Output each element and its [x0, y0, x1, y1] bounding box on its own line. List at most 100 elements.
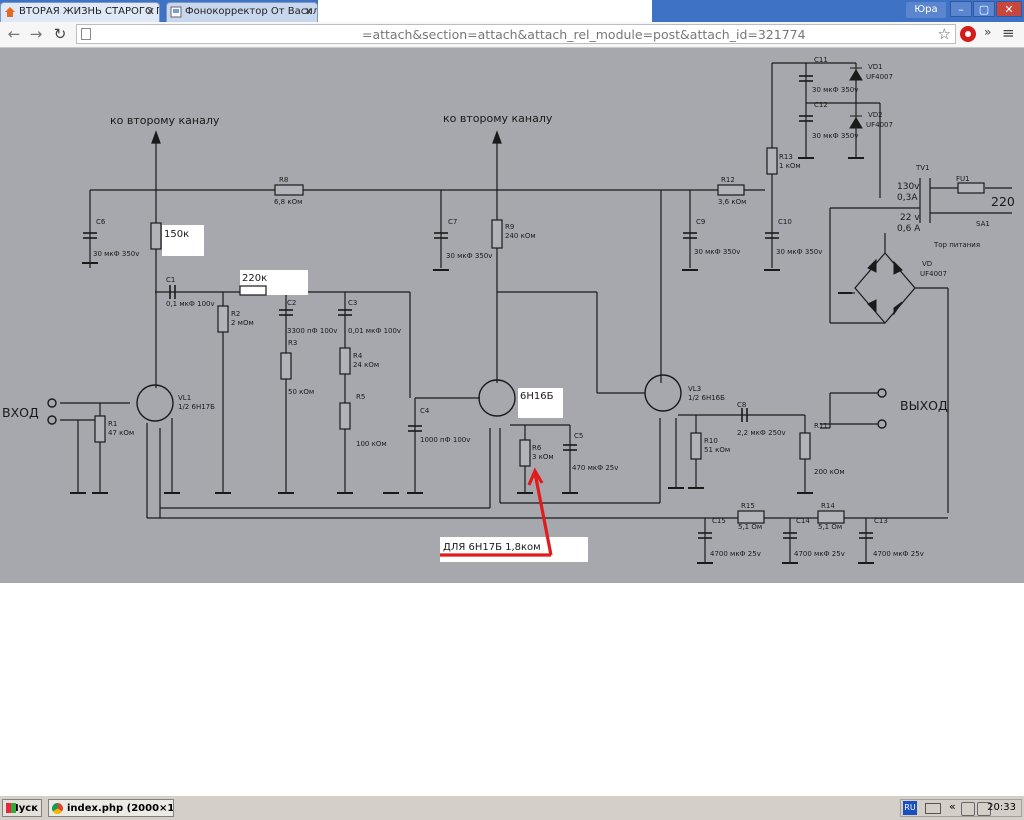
label-R13: R13	[779, 153, 793, 161]
value-C14: 4700 мкФ 25v	[794, 550, 845, 558]
red-arrow	[440, 467, 553, 557]
forward-icon[interactable]: →	[29, 25, 43, 43]
chevron-left-icon[interactable]: «	[949, 800, 956, 813]
label-C3: C3	[348, 299, 357, 307]
user-profile[interactable]: Юра	[906, 2, 946, 18]
tab-active[interactable]: ВТОРАЯ ЖИЗНЬ СТАРОГО П ✕	[0, 2, 160, 22]
tab-strip: ВТОРАЯ ЖИЗНЬ СТАРОГО П ✕ Фонокорректор О…	[0, 0, 1024, 22]
input-label: ВХОД	[2, 405, 39, 420]
minimize-button[interactable]: –	[950, 1, 972, 17]
mains-label: 220	[991, 194, 1015, 209]
tab-strip-empty	[318, 0, 652, 22]
menu-icon[interactable]: ≡	[1002, 24, 1015, 42]
label-TV1: TV1	[915, 164, 930, 172]
overlay-6n16b: 6Н16Б	[520, 391, 554, 402]
label-C13: C13	[874, 517, 888, 525]
value-VD: UF4007	[920, 270, 947, 278]
chrome-icon	[52, 803, 63, 814]
close-icon[interactable]: ✕	[303, 5, 313, 18]
value-R1: 47 кОм	[108, 429, 134, 437]
label-R6: R6	[532, 444, 542, 452]
volume-icon[interactable]	[961, 802, 975, 816]
value-C11: 30 мкФ 350v	[812, 86, 858, 94]
keyboard-icon[interactable]	[925, 803, 941, 814]
value-C1: 0,1 мкФ 100v	[166, 300, 215, 308]
label-SA1: SA1	[976, 220, 990, 228]
label-TV1-w1: 130v	[897, 182, 920, 192]
reload-icon[interactable]: ↻	[53, 25, 67, 43]
schematic-photo: ко второму каналу ко второму каналу ВХОД…	[0, 48, 1024, 583]
label-C9: C9	[696, 218, 705, 226]
value-R15: 5,1 Ом	[738, 523, 762, 531]
task-title: index.php (2000×104...	[67, 803, 174, 814]
value-C7: 30 мкФ 350v	[446, 252, 492, 260]
value-R6: 3 кОм	[532, 453, 554, 461]
page-favicon-icon	[170, 6, 182, 18]
value-VD2: UF4007	[866, 121, 893, 129]
label-R9: R9	[505, 223, 514, 231]
label-C15: C15	[712, 517, 726, 525]
overlay-220k: 220к	[242, 273, 267, 284]
value-C2: 3300 пФ 100v	[287, 327, 337, 335]
star-icon[interactable]: ☆	[937, 25, 951, 43]
taskbar-item-chrome[interactable]: index.php (2000×104...	[48, 799, 174, 817]
value-R11: 200 кОм	[814, 468, 845, 476]
maximize-button[interactable]: ▢	[973, 1, 995, 17]
label-R10: R10	[704, 437, 718, 445]
start-button[interactable]: Пуск	[2, 799, 42, 817]
address-bar[interactable]: =attach&section=attach&attach_rel_module…	[76, 24, 956, 44]
schematic-drawing: ко второму каналу ко второму каналу ВХОД…	[2, 56, 1015, 564]
value-R13: 1 кОм	[779, 162, 801, 170]
label-R4: R4	[353, 352, 363, 360]
close-icon[interactable]: ✕	[145, 5, 155, 18]
label-C8: C8	[737, 401, 746, 409]
label-C6: C6	[96, 218, 106, 226]
language-indicator[interactable]: RU	[903, 801, 917, 815]
taskbar: Пуск index.php (2000×104... RU « 20:33	[0, 795, 1024, 820]
label-C10: C10	[778, 218, 792, 226]
label-C12: C12	[814, 101, 828, 109]
heading-left: ко второму каналу	[110, 114, 220, 127]
start-label: Пуск	[10, 803, 38, 814]
back-icon[interactable]: ←	[7, 25, 21, 43]
value-C6: 30 мкФ 350v	[93, 250, 139, 258]
value-VL1: 1/2 6Н17Б	[178, 403, 215, 411]
value-C3: 0,01 мкФ 100v	[348, 327, 401, 335]
label-TV1-w2: 22 v	[900, 213, 920, 223]
value-R4: 24 кОм	[353, 361, 379, 369]
label-R8: R8	[279, 176, 288, 184]
value-R10: 51 кОм	[704, 446, 730, 454]
house-icon	[5, 7, 15, 17]
output-label: ВЫХОД	[900, 398, 948, 413]
label-C1: C1	[166, 276, 175, 284]
tab-inactive[interactable]: Фонокорректор От Васили ✕	[166, 2, 318, 22]
extension-icon[interactable]	[960, 26, 976, 42]
label-C2: C2	[287, 299, 296, 307]
value-C4: 1000 пФ 100v	[420, 436, 470, 444]
value-C15: 4700 мкФ 25v	[710, 550, 761, 558]
label-C5: C5	[574, 432, 583, 440]
label-FU1: FU1	[956, 175, 970, 183]
clock[interactable]: 20:33	[987, 802, 1016, 813]
value-R8: 6,8 кОм	[274, 198, 302, 206]
label-TV1-w2b: 0,6 A	[897, 224, 921, 234]
label-R11: R11	[814, 422, 828, 430]
chevron-right-icon[interactable]: »	[984, 25, 992, 39]
network-icon[interactable]	[977, 802, 991, 816]
label-R1: R1	[108, 420, 117, 428]
value-R5: 100 кОм	[356, 440, 387, 448]
label-VD: VD	[922, 260, 932, 268]
label-VL1: VL1	[178, 394, 191, 402]
page-icon	[81, 28, 91, 40]
label-R2: R2	[231, 310, 240, 318]
label-C7: C7	[448, 218, 457, 226]
label-C14: C14	[796, 517, 810, 525]
value-R3: 50 кОм	[288, 388, 314, 396]
close-window-button[interactable]: ✕	[996, 1, 1022, 17]
overlay-note: ДЛЯ 6Н17Б 1,8ком	[443, 542, 541, 553]
value-C8: 2,2 мкФ 250v	[737, 429, 786, 437]
heading-right: ко второму каналу	[443, 112, 553, 125]
value-R12: 3,6 кОм	[718, 198, 746, 206]
value-C5: 470 мкФ 25v	[572, 464, 618, 472]
page-viewport: ко второму каналу ко второму каналу ВХОД…	[0, 48, 1024, 795]
